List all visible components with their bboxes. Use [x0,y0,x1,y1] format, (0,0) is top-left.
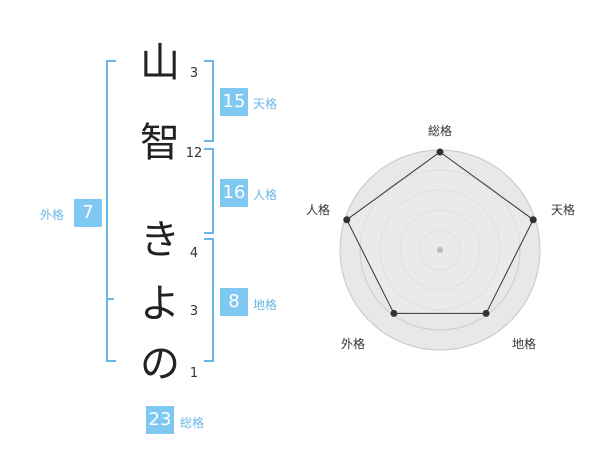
jinkaku-value: 16 [220,179,248,207]
gaikaku-value: 7 [74,199,102,227]
name-char-1: 山 [140,40,180,86]
outer-bracket-tick [106,298,114,300]
tenkaku-value: 15 [220,88,248,116]
stroke-count-1: 3 [189,66,199,81]
name-char-4: よ [140,281,180,327]
stroke-count-4: 3 [189,304,199,319]
radar-label-tenkaku: 天格 [550,203,575,217]
radar-point-2 [529,216,537,224]
outer-bracket [106,60,116,362]
radar-label-chikaku: 地格 [511,337,536,351]
stroke-count-2: 12 [185,146,203,161]
chikaku-label: 地格 [253,298,278,312]
stroke-count-5: 1 [189,366,199,381]
jinkaku-bracket [204,148,214,234]
gaikaku-label: 外格 [40,208,65,222]
soukaku-label: 総格 [180,416,205,430]
radar-point-4 [390,309,398,317]
radar-point-1 [436,148,444,156]
radar-point-5 [343,216,351,224]
tenkaku-bracket [204,60,214,142]
chikaku-bracket [204,238,214,362]
name-char-5: の [140,341,180,387]
jinkaku-label: 人格 [253,188,278,202]
name-char-3: き [140,217,180,263]
stroke-count-3: 4 [189,246,199,261]
name-char-2: 智 [140,120,180,166]
radar-center-dot [437,247,443,253]
radar-label-gaikaku: 外格 [340,337,365,351]
radar-point-3 [482,309,490,317]
soukaku-value: 23 [146,406,174,434]
chikaku-value: 8 [220,288,248,316]
tenkaku-label: 天格 [253,97,278,111]
radar-label-jinkaku: 人格 [305,203,330,217]
radar-label-soukaku: 総格 [427,124,452,138]
radar-series-polygon [346,151,534,314]
